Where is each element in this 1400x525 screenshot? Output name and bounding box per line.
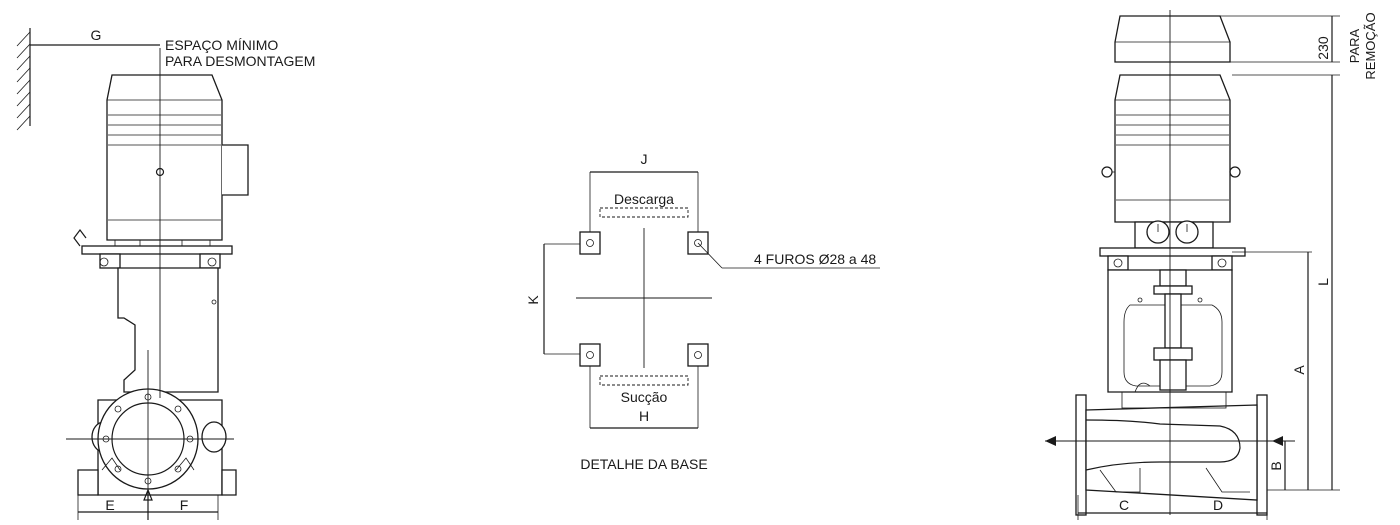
wall-hatch xyxy=(16,28,31,131)
base-mounting-hole xyxy=(687,343,709,367)
base-mounting-hole xyxy=(579,343,601,367)
front-lantern xyxy=(117,267,219,393)
dim-b-label: B xyxy=(1268,461,1284,470)
dim-c-label: C xyxy=(1119,497,1129,513)
front-pump-casing xyxy=(77,388,237,496)
discharge-arrow xyxy=(1045,436,1056,446)
side-view: 230 PARA REMOÇÃO L A B C D xyxy=(1045,10,1378,520)
holes-callout: 4 FUROS Ø28 a 48 xyxy=(754,251,876,267)
removal-note-line2: REMOÇÃO xyxy=(1363,12,1378,79)
front-mounting-plate xyxy=(73,229,233,269)
clearance-note-line2: PARA DESMONTAGEM xyxy=(165,53,315,69)
dim-h-label: H xyxy=(639,408,649,424)
dim-a-label: A xyxy=(1291,365,1307,375)
dim-j-label: J xyxy=(641,151,648,167)
suction-arrow xyxy=(1272,436,1283,446)
suction-label: Sucção xyxy=(621,389,668,405)
side-motor xyxy=(1101,74,1241,223)
dim-k-label: K xyxy=(525,295,541,305)
side-motor-removal-outline xyxy=(1114,15,1231,63)
side-pump-casing xyxy=(1075,391,1268,516)
base-mounting-hole xyxy=(579,231,601,255)
removal-note-line1: PARA xyxy=(1347,28,1362,63)
dim-f-label: F xyxy=(180,497,189,513)
clearance-note-line1: ESPAÇO MÍNIMO xyxy=(165,37,278,53)
suction-outline xyxy=(599,375,689,386)
dim-d-label: D xyxy=(1213,497,1223,513)
discharge-label: Descarga xyxy=(614,191,674,207)
discharge-outline xyxy=(599,207,689,218)
base-detail: J K H Descarga xyxy=(525,151,880,472)
dim-l-label: L xyxy=(1315,278,1331,286)
side-mounting-plate xyxy=(1099,247,1246,271)
front-motor xyxy=(106,74,249,241)
dim-e-label: E xyxy=(105,497,114,513)
base-detail-caption: DETALHE DA BASE xyxy=(580,456,707,472)
removal-height-label: 230 xyxy=(1315,36,1331,60)
front-view: G ESPAÇO MÍNIMO PARA DESMONTAGEM xyxy=(16,27,315,520)
side-gauges xyxy=(1134,220,1214,249)
dim-g-label: G xyxy=(91,27,102,43)
